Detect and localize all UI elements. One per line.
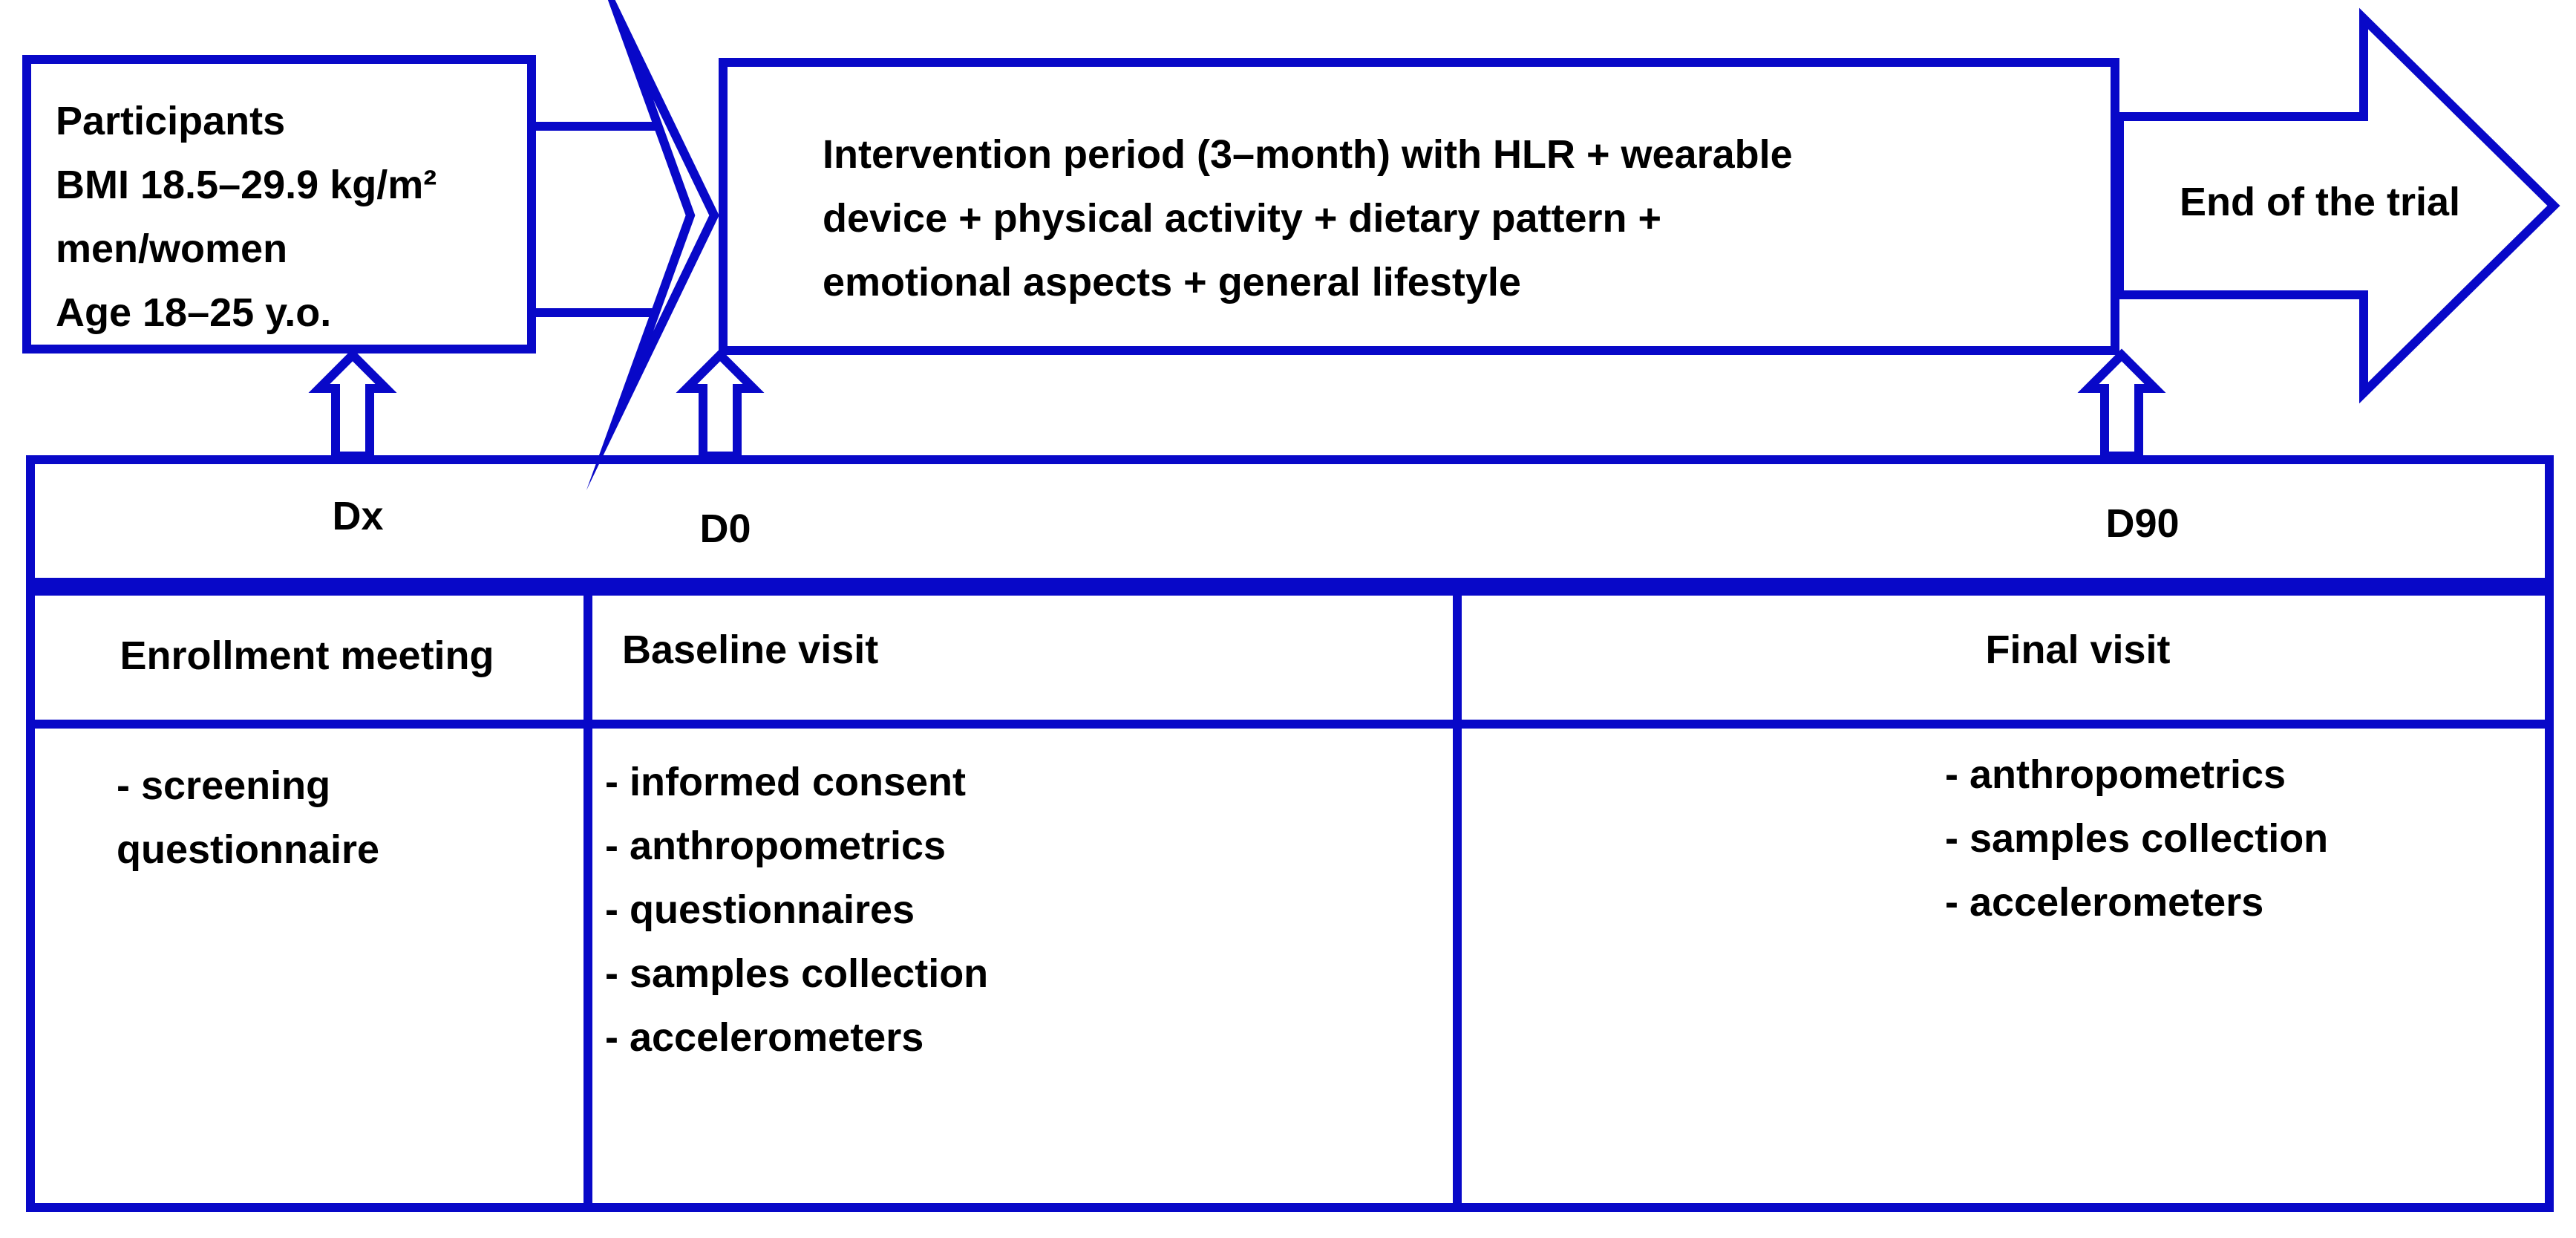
end-of-trial-label: End of the trial: [2180, 180, 2460, 224]
up-arrow-icon-d0: [676, 348, 765, 460]
baseline-visit-items: - informed consent - anthropometrics - q…: [605, 760, 989, 1060]
up-arrow-icon-d90: [2077, 348, 2166, 460]
table-header-baseline-visit: Baseline visit: [622, 628, 879, 672]
participants-box-outline: [22, 55, 536, 354]
up-arrow-icon-dx: [308, 348, 397, 460]
timeline-marker-d0: D0: [699, 506, 751, 551]
timeline-marker-d90: D90: [2105, 501, 2180, 546]
forward-chevron-arrow-icon: [586, 0, 719, 491]
timeline-bar: [26, 455, 2554, 587]
schedule-table-outline: [26, 587, 2554, 1212]
table-header-enrollment-meeting: Enrollment meeting: [120, 633, 494, 678]
end-of-trial-arrow-icon: [2115, 7, 2560, 404]
timeline-marker-dx: Dx: [332, 494, 384, 538]
intervention-box-text: Intervention period (3–month) with HLR +…: [823, 132, 1793, 304]
final-visit-items: - anthropometrics - samples collection -…: [1945, 752, 2329, 925]
enrollment-meeting-items: - screening questionnaire: [117, 763, 380, 872]
participants-box-text: Participants BMI 18.5–29.9 kg/m² men/wom…: [56, 99, 437, 335]
table-header-final-visit: Final visit: [1985, 628, 2171, 672]
